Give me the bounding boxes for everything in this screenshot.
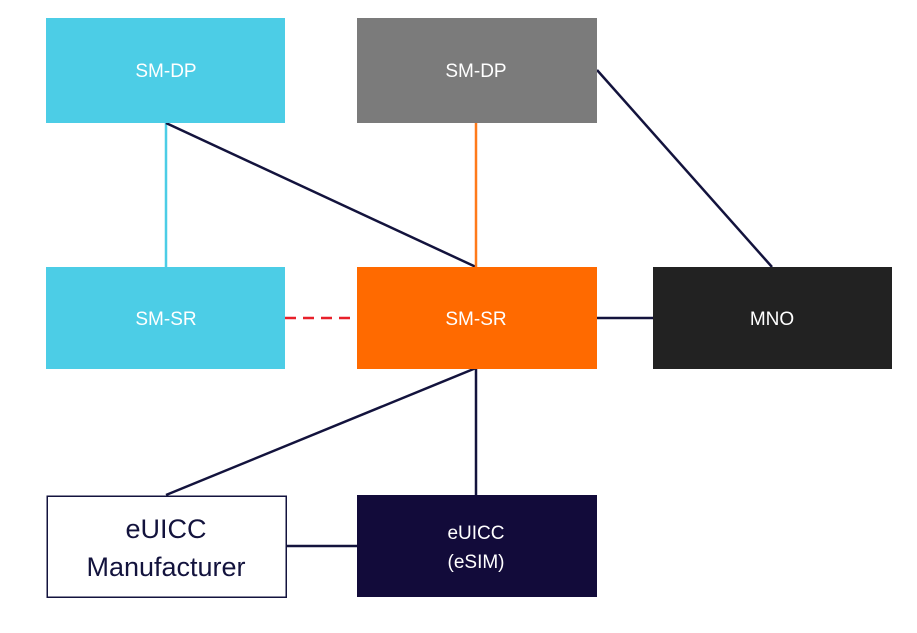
node-euicc-esim-label-line1: eUICC xyxy=(447,523,504,544)
node-euicc-manufacturer: eUICC Manufacturer xyxy=(46,495,287,598)
node-smsr-blue-label: SM-SR xyxy=(135,309,196,330)
node-smsr-orange-box xyxy=(357,267,597,369)
node-mno-box xyxy=(653,267,892,369)
node-mno: MNO xyxy=(653,267,892,369)
node-euicc-manufacturer-box xyxy=(46,495,287,598)
link-smsr-orange-euicc-manufacturer xyxy=(165,366,477,497)
node-smsr-orange-label: SM-SR xyxy=(445,309,506,330)
node-smdp-gray-label: SM-DP xyxy=(445,61,506,82)
connectors xyxy=(164,69,773,548)
link-smdp-gray-mno xyxy=(596,69,773,268)
node-euicc-esim-box xyxy=(357,495,597,597)
node-smdp-gray-box xyxy=(357,18,597,123)
link-smdp-blue-smsr-orange xyxy=(165,121,477,269)
node-euicc-manufacturer-label-line1: eUICC xyxy=(125,514,206,544)
node-euicc-esim: eUICC (eSIM) xyxy=(357,495,597,597)
node-smdp-blue-box xyxy=(46,18,285,123)
node-smdp-blue: SM-DP xyxy=(46,18,285,123)
node-euicc-esim-label-line2: (eSIM) xyxy=(448,552,505,573)
node-smdp-blue-label: SM-DP xyxy=(135,61,196,82)
node-euicc-manufacturer-label-line2: Manufacturer xyxy=(86,552,245,582)
node-mno-label: MNO xyxy=(750,309,794,330)
node-smdp-gray: SM-DP xyxy=(357,18,597,123)
node-smsr-blue-box xyxy=(46,267,285,369)
node-smsr-blue: SM-SR xyxy=(46,267,285,369)
node-smsr-orange: SM-SR xyxy=(357,267,597,369)
